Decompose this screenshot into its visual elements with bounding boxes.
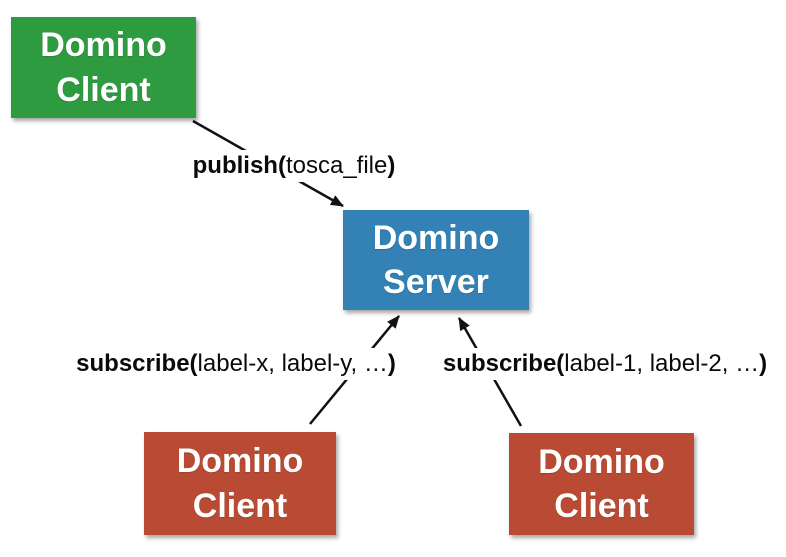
subscribe-right-edge-label: subscribe(label-1, label-2, …) xyxy=(437,348,773,380)
publisher-client-node-label: Domino Client xyxy=(40,26,167,109)
subscribe-left-edge-label-args: label-x, label-y, … xyxy=(197,350,388,377)
publisher-client-node: Domino Client xyxy=(11,17,196,118)
subscribe-left-edge-label-open: subscribe( xyxy=(76,350,198,377)
server-node: Domino Server xyxy=(343,210,529,310)
publish-edge-label-close: ) xyxy=(387,152,396,179)
subscribe-right-edge-label-close: ) xyxy=(759,350,768,377)
publish-edge-label-args: tosca_file xyxy=(285,152,388,179)
subscribe-left-edge-label-close: ) xyxy=(387,350,396,377)
subscriber-client-node-left-label: Domino Client xyxy=(176,442,304,525)
server-node-label: Domino Server xyxy=(372,218,500,301)
publish-edge-label-open: publish( xyxy=(192,152,286,179)
subscribe-left-edge-label: subscribe(label-x, label-y, …) xyxy=(71,348,401,380)
subscriber-client-node-right-label: Domino Client xyxy=(538,442,665,525)
subscriber-client-node-right: Domino Client xyxy=(509,433,694,535)
publish-edge-label: publish(tosca_file) xyxy=(187,150,401,182)
subscribe-right-edge-label-args: label-1, label-2, … xyxy=(564,350,760,377)
subscribe-right-edge-label-open: subscribe( xyxy=(442,350,565,377)
subscriber-client-node-left: Domino Client xyxy=(144,432,336,535)
